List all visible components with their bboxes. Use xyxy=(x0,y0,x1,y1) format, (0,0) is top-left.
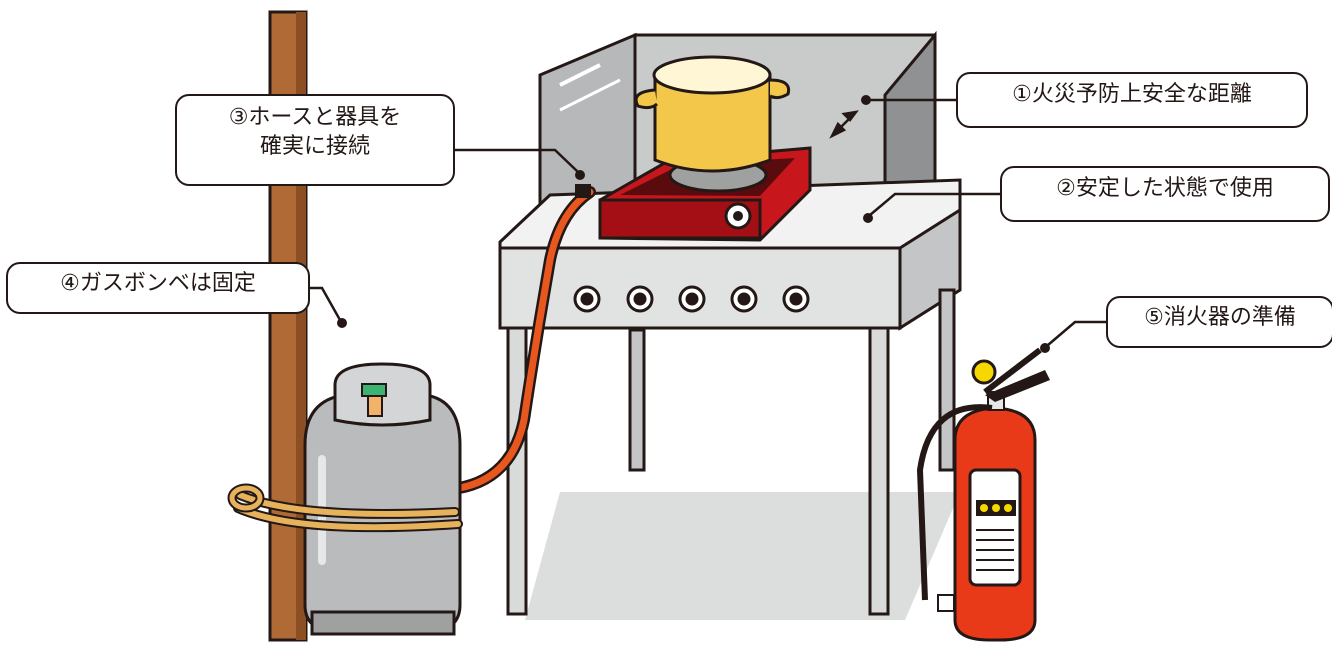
callout-safe-distance: ①火災予防上安全な距離 xyxy=(956,72,1308,128)
gas-cylinder xyxy=(303,362,462,636)
fire-extinguisher xyxy=(916,347,1050,642)
callout-hose-connection-line2: 確実に接続 xyxy=(259,133,370,159)
distance-arrow xyxy=(829,110,859,139)
callout-cylinder-fixed-text: ④ガスボンベは固定 xyxy=(60,271,256,296)
callout-hose-connection-line1: ③ホースと器具を xyxy=(228,105,402,130)
rope xyxy=(227,483,463,533)
callout-stable-use: ②安定した状態で使用 xyxy=(1000,166,1330,222)
floor-shadow xyxy=(525,492,960,620)
leader-stability xyxy=(869,192,1000,216)
callout-stable-use-text: ②安定した状態で使用 xyxy=(1056,176,1274,201)
leader-cylinder xyxy=(310,286,342,321)
callout-extinguisher-ready: ⑤消火器の準備 xyxy=(1106,296,1332,348)
leader-dots xyxy=(337,95,1050,353)
callout-safe-distance-text: ①火災予防上安全な距離 xyxy=(1012,82,1252,107)
cooking-pot xyxy=(634,55,791,173)
callout-hose-connection: ③ホースと器具を 確実に接続 xyxy=(175,94,455,186)
leader-extinguisher xyxy=(1047,320,1106,346)
callout-cylinder-fixed: ④ガスボンベは固定 xyxy=(6,262,310,314)
callout-extinguisher-ready-text: ⑤消火器の準備 xyxy=(1144,305,1296,330)
leader-hose xyxy=(455,148,579,173)
table-knobs xyxy=(573,285,810,313)
leader-lines xyxy=(310,98,1106,346)
